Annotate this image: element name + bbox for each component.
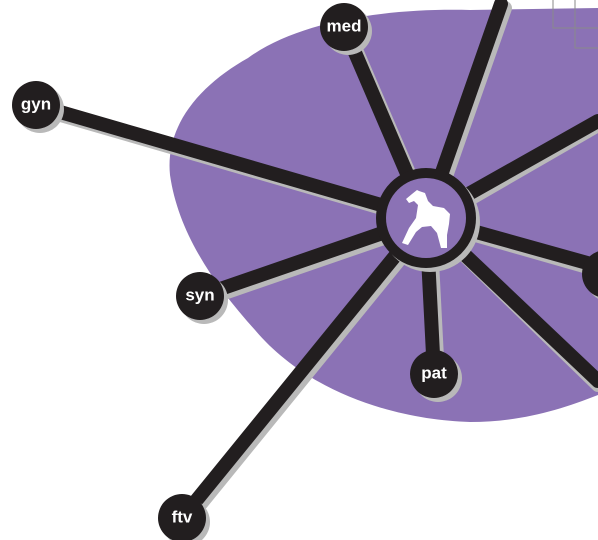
dala-horse-icon bbox=[402, 190, 450, 248]
node-med: med bbox=[320, 3, 372, 55]
spoke-gyn bbox=[29, 98, 433, 225]
node-offscreen-right bbox=[582, 251, 598, 299]
node-pat: pat bbox=[410, 350, 462, 402]
node-label-gyn: gyn bbox=[21, 94, 51, 113]
node-ftv: ftv bbox=[158, 494, 210, 540]
hub bbox=[376, 168, 480, 272]
node-label-ftv: ftv bbox=[172, 507, 193, 526]
spoke-ftv bbox=[175, 211, 433, 525]
node-syn: syn bbox=[176, 272, 228, 324]
node-label-syn: syn bbox=[185, 285, 214, 304]
node-gyn: gyn bbox=[12, 81, 64, 133]
node-label-pat: pat bbox=[421, 363, 447, 382]
corner-lines bbox=[552, 0, 598, 49]
node-label-med: med bbox=[327, 16, 362, 35]
